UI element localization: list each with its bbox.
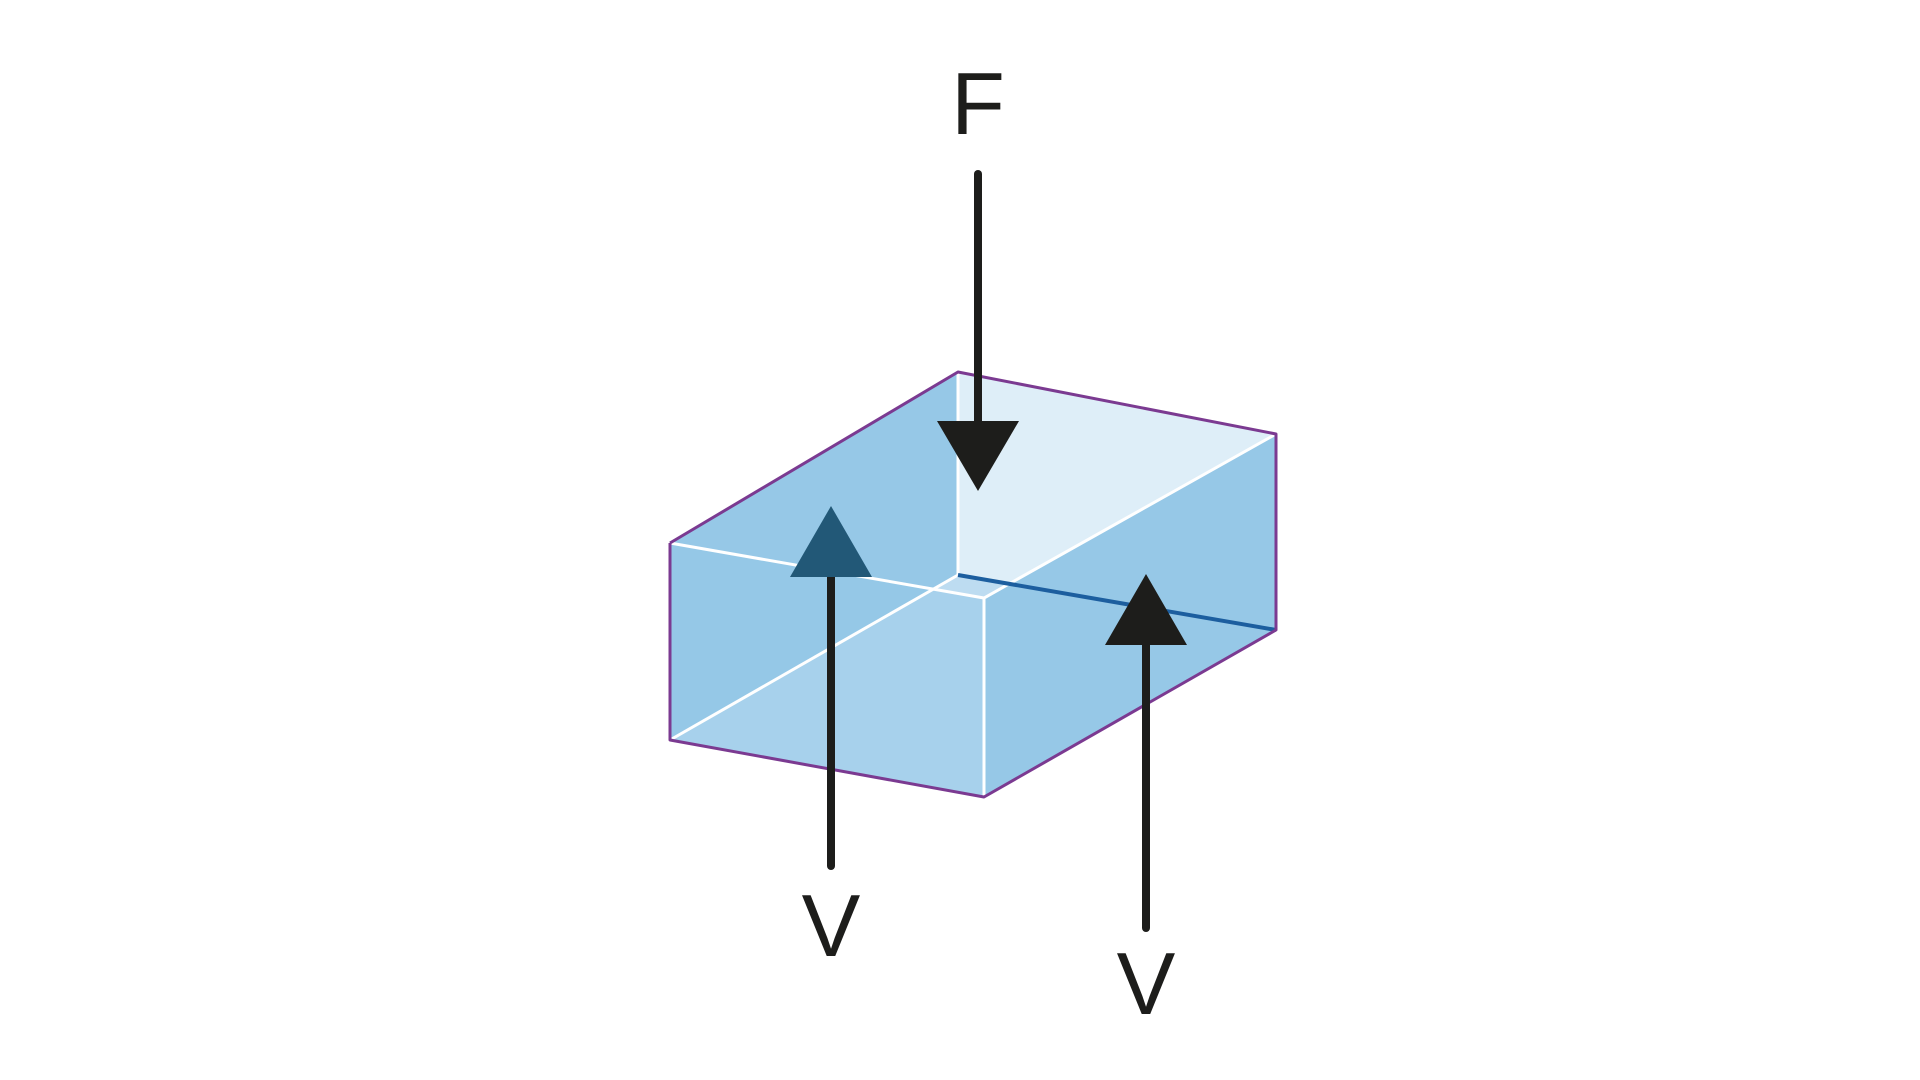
block-outline (668, 370, 1278, 799)
reaction-right-label: V (1117, 934, 1176, 1033)
reaction-right-arrowhead (1105, 574, 1187, 645)
force-f-label: F (951, 54, 1005, 153)
force-f-arrowhead (937, 421, 1019, 491)
reaction-left-arrowhead (790, 506, 872, 577)
inner-bottom-edge (669, 573, 959, 742)
shear-plane-line (957, 573, 1277, 632)
reaction-left-label: V (802, 876, 861, 975)
